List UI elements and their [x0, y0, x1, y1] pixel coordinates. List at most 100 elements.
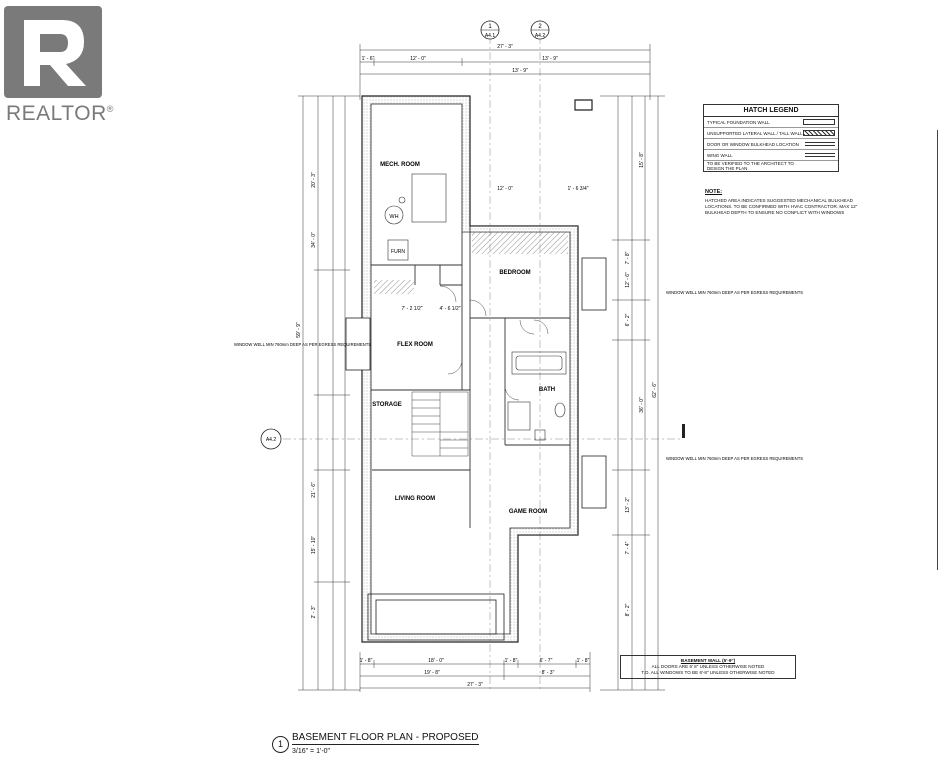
realtor-wordmark: REALTOR®	[6, 102, 114, 125]
section-marker-2: 2 A4.2	[530, 20, 550, 690]
legend-swatch	[803, 130, 835, 136]
note-text: HATCHED AREA INDICATES SUGGESTED MECHANI…	[705, 198, 858, 215]
room-label-storage: STORAGE	[372, 402, 402, 408]
interior-walls	[371, 226, 570, 528]
section-marker-3: A4.2	[260, 428, 680, 450]
dim-right-d: 12' - 6"	[625, 272, 631, 288]
window-note-3: WINDOW WELL MIN 760mm DEEP AS PER EGRESS…	[666, 456, 803, 461]
legend-row: WING WALL	[704, 150, 838, 161]
dim-mid-b: 1' - 6 3/4"	[567, 186, 588, 192]
dim-left-b: 34' - 0"	[311, 232, 317, 248]
dim-top-left-a: 1' - 6"	[362, 56, 375, 62]
stairs	[411, 391, 469, 457]
legend-title: HATCH LEGEND	[704, 105, 838, 117]
room-label-mech: MECH. ROOM	[380, 162, 420, 168]
section-marker-1: 1 A4.1	[480, 20, 500, 690]
toilet	[554, 402, 566, 418]
dim-left-e: 2' - 3"	[311, 605, 317, 618]
dim-left-a: 20' - 3"	[311, 172, 317, 188]
dim-bot-e: 1' - 8"	[577, 658, 590, 664]
legend-swatch	[803, 119, 835, 125]
foundation-walls	[361, 95, 593, 643]
right-dimensions	[600, 95, 665, 691]
dim-right-overall: 62' - 6"	[652, 382, 658, 398]
dim-top-left-b: 12' - 0"	[410, 56, 426, 62]
window-note-2: WINDOW WELL MIN 760mm DEEP AS PER EGRESS…	[666, 290, 803, 295]
legend-row: UNSUPPORTED LATERAL WALL / TALL WALL	[704, 128, 838, 139]
note-title: NOTE:	[705, 189, 723, 195]
dim-top-right-a: 13' - 9"	[542, 56, 558, 62]
mech-equipment	[384, 173, 447, 261]
dim-top-right-b: 13' - 9"	[512, 68, 528, 74]
dim-flex-b: 4' - 6 1/2"	[439, 306, 460, 312]
dim-mid-a: 12' - 0"	[497, 186, 513, 192]
dim-right-b: 36' - 0"	[639, 397, 645, 413]
window-note-1: WINDOW WELL MIN 760mm DEEP AS PER EGRESS…	[234, 342, 371, 347]
hatch-legend: HATCH LEGEND TYPICAL FOUNDATION WALL UNS…	[703, 104, 839, 172]
furnace-symbol	[387, 239, 409, 261]
realtor-r-icon	[4, 6, 102, 98]
drawing-scale: 3/16" = 1'-0"	[292, 748, 331, 755]
section-marker-3-sheet: A4.2	[266, 437, 277, 443]
section-tick	[682, 424, 685, 438]
bath-fixtures	[507, 351, 567, 441]
legend-row: TYPICAL FOUNDATION WALL	[704, 117, 838, 128]
top-dimensions	[359, 44, 651, 100]
section-marker-2-sheet: A4.2	[535, 33, 546, 39]
dim-bot-d: 6' - 7"	[540, 658, 553, 664]
dim-bot-b: 18' - 0"	[428, 658, 444, 664]
dim-top-total: 27' - 3"	[497, 44, 513, 50]
bulkhead-hatch-1	[472, 232, 568, 254]
basement-wall-line1: ALL DOORS ARE 6' 8" UNLESS OTHERWISE NOT…	[651, 664, 765, 669]
room-label-game: GAME ROOM	[509, 509, 547, 515]
dim-right-g: 7' - 4"	[625, 541, 631, 554]
basement-wall-line2: T.O. ALL WINDOWS TO BE 6'-8" UNLESS OTHE…	[641, 670, 775, 675]
bulkhead-hatch-2	[374, 280, 414, 294]
room-label-living: LIVING ROOM	[395, 496, 435, 502]
basement-wall-note: BASEMENT WALL (5'-9") ALL DOORS ARE 6' 8…	[620, 655, 796, 679]
water-heater-label: WH	[389, 214, 398, 220]
room-label-flex: FLEX ROOM	[397, 342, 433, 348]
realtor-logo: REALTOR®	[0, 0, 114, 130]
wall-fill	[362, 96, 578, 642]
section-marker-2-num: 2	[538, 24, 542, 30]
front-slab	[367, 593, 505, 641]
window-wells	[345, 257, 607, 509]
dim-bot-total-b: 8' - 3"	[542, 670, 555, 676]
dim-left-c: 21' - 6"	[311, 482, 317, 498]
vanity	[507, 401, 531, 431]
dim-bot-a: 1' - 8"	[360, 658, 373, 664]
basement-wall-title: BASEMENT WALL (5'-9")	[680, 658, 736, 663]
bathtub	[511, 351, 567, 375]
drawing-title: BASEMENT FLOOR PLAN - PROPOSED	[292, 732, 479, 745]
drawing-number: 1	[272, 736, 289, 753]
section-marker-1-num: 1	[488, 24, 492, 30]
legend-swatch	[805, 142, 835, 146]
dim-left-d: 15' - 10"	[311, 536, 317, 555]
sheet-border	[937, 130, 949, 570]
dim-right-e: 6' - 2"	[625, 313, 631, 326]
section-marker-1-sheet: A4.1	[485, 33, 496, 39]
window-well-game	[581, 455, 607, 509]
doors	[439, 285, 549, 401]
bottom-dimensions	[359, 652, 591, 692]
dim-right-f: 13' - 2"	[625, 497, 631, 513]
dim-bot-c: 1' - 8"	[505, 658, 518, 664]
dim-right-h: 8' - 2"	[625, 603, 631, 616]
dim-flex-a: 7' - 2 1/2"	[401, 306, 422, 312]
furnace-label: FURN	[391, 249, 405, 255]
window-well-bedroom	[581, 257, 607, 311]
legend-swatch	[811, 164, 835, 168]
dim-bot-total-a: 19' - 8"	[424, 670, 440, 676]
legend-row: DOOR OR WINDOW BULKHEAD LOCATION	[704, 139, 838, 150]
dim-bot-total: 27' - 3"	[467, 682, 483, 688]
dim-right-a: 15' - 8"	[639, 152, 645, 168]
water-heater-symbol	[384, 205, 404, 225]
room-label-bedroom: BEDROOM	[499, 270, 530, 276]
window-well-flex	[345, 317, 371, 371]
dim-left-overall: 59' - 9"	[296, 322, 302, 338]
bulkhead-note: NOTE: HATCHED AREA INDICATES SUGGESTED M…	[705, 189, 865, 216]
dim-right-c: 7' - 8"	[625, 251, 631, 264]
legend-row: TO BE VERIFIED TO THE ARCHITECT TO DESIG…	[704, 161, 838, 171]
